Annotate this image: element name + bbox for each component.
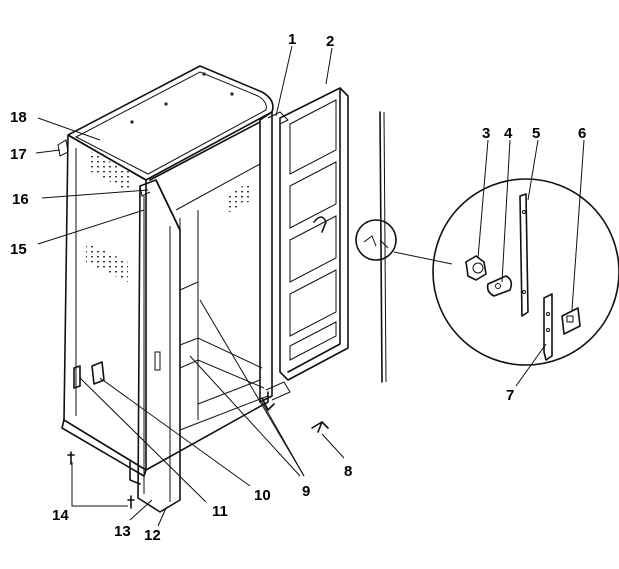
callout-15: 15 [10, 241, 27, 258]
callout-12: 12 [144, 527, 161, 544]
callout-16: 16 [12, 191, 29, 208]
hardware-detail-view [432, 178, 619, 366]
panel-clip [313, 216, 327, 233]
strike-plate [561, 307, 581, 335]
hinge-rod [355, 111, 453, 383]
latch-left [73, 365, 81, 389]
side-frame-panel [265, 87, 349, 401]
lock-cylinder [465, 255, 487, 281]
cam-plate [486, 275, 513, 297]
key-part [311, 421, 329, 433]
open-door [57, 139, 181, 513]
door-handle [154, 351, 161, 371]
screw-icon [127, 495, 135, 509]
callout-11: 11 [212, 503, 228, 520]
callout-6: 6 [578, 125, 586, 142]
callout-10: 10 [254, 487, 271, 504]
callout-labels: 1 2 3 4 5 6 7 8 9 10 11 12 13 14 15 16 1… [10, 31, 586, 544]
callout-2: 2 [326, 33, 334, 50]
callout-5: 5 [532, 125, 540, 142]
callout-8: 8 [344, 463, 352, 480]
callout-13: 13 [114, 523, 131, 540]
callout-9: 9 [302, 483, 310, 500]
latch-right [91, 361, 105, 385]
screw-icon [67, 451, 75, 465]
callout-18: 18 [10, 109, 27, 126]
detail-circle-small [355, 219, 397, 261]
callout-1: 1 [288, 31, 296, 48]
latch-bar [519, 193, 529, 317]
bracket [543, 293, 553, 361]
callout-4: 4 [504, 125, 513, 142]
callout-7: 7 [506, 387, 514, 404]
callout-3: 3 [482, 125, 490, 142]
callout-14: 14 [52, 507, 69, 524]
cabinet-body [61, 65, 275, 485]
callout-17: 17 [10, 146, 27, 163]
corner-cap [57, 139, 69, 157]
leader-lines [35, 45, 585, 527]
